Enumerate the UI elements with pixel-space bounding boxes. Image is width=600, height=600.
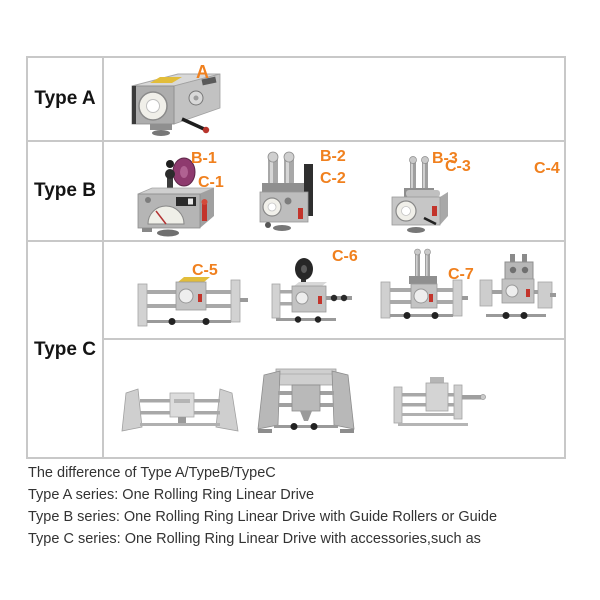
table-row-type-b: Type B B-1 bbox=[28, 142, 564, 242]
product-c1: C-1 bbox=[128, 174, 250, 334]
product-c4: C-4 bbox=[476, 160, 560, 334]
type-c-content-cell: C-1 bbox=[104, 158, 564, 457]
type-b-label-cell: Type B bbox=[28, 142, 104, 240]
type-c-subrow-2: C-5 C-6 bbox=[104, 248, 564, 451]
type-b-label: Type B bbox=[34, 180, 96, 201]
type-c-subrow-1: C-1 bbox=[104, 158, 564, 340]
type-c-label-cell: Type C bbox=[28, 242, 104, 457]
product-a: A bbox=[116, 62, 231, 140]
product-b3-label: B-3 bbox=[432, 150, 458, 167]
device-c7-image bbox=[393, 377, 486, 426]
type-a-label-cell: Type A bbox=[28, 58, 104, 140]
product-c3: C-3 bbox=[373, 158, 471, 334]
device-c4-image bbox=[479, 254, 556, 319]
description-title: The difference of Type A/TypeB/TypeC bbox=[28, 465, 276, 481]
device-a-image bbox=[131, 73, 221, 136]
type-c-label: Type C bbox=[34, 338, 96, 360]
table-row-type-a: Type A A bbox=[28, 58, 564, 142]
device-c3-image bbox=[380, 248, 468, 319]
product-c2-label: C-2 bbox=[320, 170, 346, 187]
product-c4-label: C-4 bbox=[534, 160, 560, 177]
product-b1-label: B-1 bbox=[191, 150, 217, 167]
device-c2-image bbox=[271, 258, 352, 323]
type-a-content-cell: A bbox=[104, 58, 564, 140]
product-c2: C-2 bbox=[266, 170, 354, 334]
product-c7: C-7 bbox=[386, 266, 486, 433]
product-c6-label: C-6 bbox=[332, 248, 358, 265]
product-a-label: A bbox=[196, 62, 209, 82]
description-block: The difference of Type A/TypeB/TypeC Typ… bbox=[28, 462, 497, 550]
description-line-type-a: Type A series: One Rolling Ring Linear D… bbox=[28, 487, 315, 503]
product-c7-label: C-7 bbox=[448, 266, 474, 283]
device-c5-image bbox=[121, 388, 239, 432]
device-b2-image bbox=[259, 151, 313, 231]
product-b1: B-1 bbox=[126, 148, 231, 240]
product-c5-label: C-5 bbox=[192, 262, 218, 279]
device-c6-image bbox=[257, 368, 355, 433]
product-c1-label: C-1 bbox=[198, 174, 224, 191]
device-b1-image bbox=[137, 157, 215, 237]
product-b2: B-2 bbox=[254, 146, 346, 240]
product-b3: B-3 bbox=[380, 148, 458, 240]
device-c1-image bbox=[137, 277, 248, 327]
type-b-content-cell: B-1 bbox=[104, 142, 564, 240]
product-c5: C-5 bbox=[116, 262, 246, 437]
comparison-table: Type A A bbox=[26, 56, 566, 459]
type-a-label: Type A bbox=[34, 88, 96, 109]
description-line-type-c: Type C series: One Rolling Ring Linear D… bbox=[28, 531, 481, 547]
product-c3-label: C-3 bbox=[445, 158, 471, 175]
device-b3-image bbox=[391, 156, 448, 233]
description-line-type-b: Type B series: One Rolling Ring Linear D… bbox=[28, 509, 498, 525]
product-c6: C-6 bbox=[250, 248, 362, 441]
product-b2-label: B-2 bbox=[320, 148, 346, 165]
table-row-type-c: Type C C-1 bbox=[28, 158, 564, 457]
